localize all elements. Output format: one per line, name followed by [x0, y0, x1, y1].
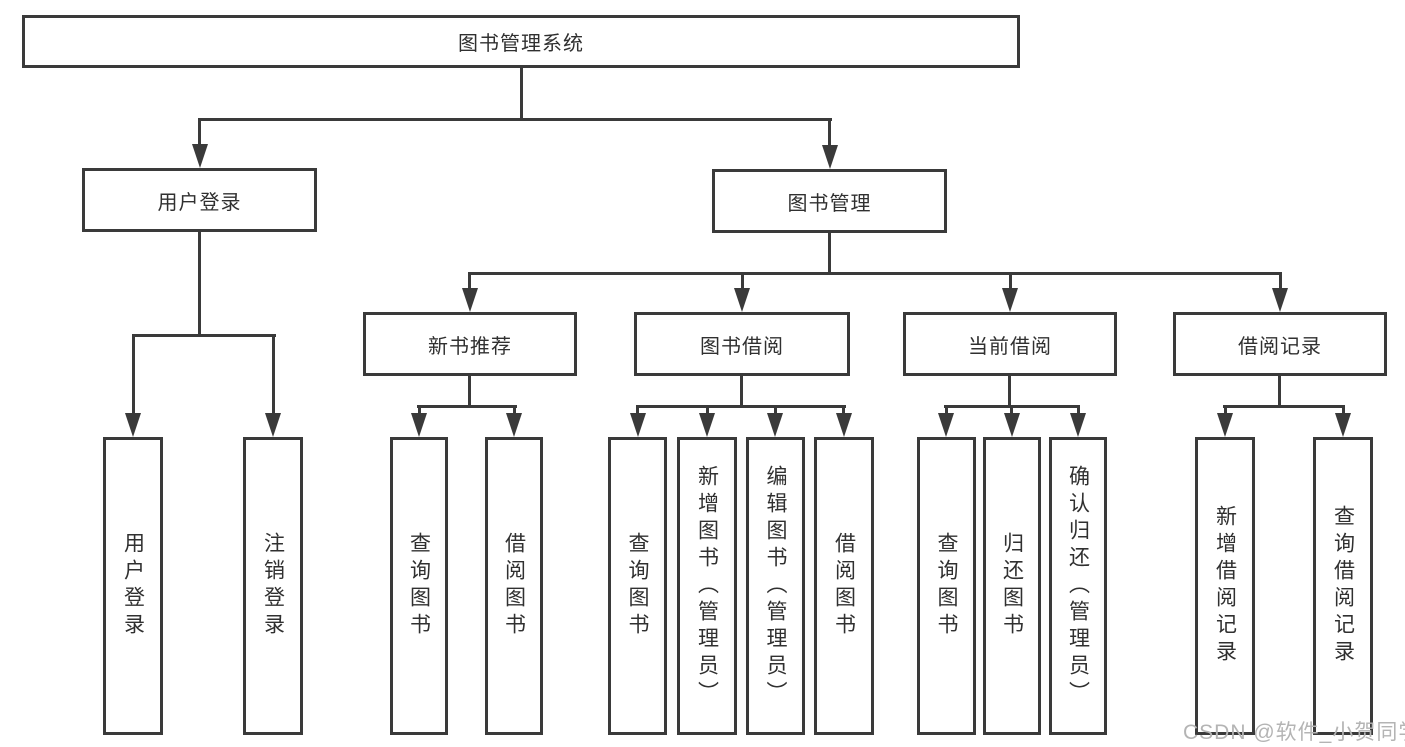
connector-level1 [198, 118, 832, 121]
arrowhead-down [192, 144, 208, 168]
node-confirm-return-admin: 确认归还（管理员） [1049, 437, 1107, 735]
connector-drop [468, 275, 471, 291]
connector-drop [272, 337, 275, 416]
node-add-books-admin: 新增图书（管理员） [677, 437, 737, 735]
node-new-book-recommendation: 新书推荐 [363, 312, 577, 376]
arrowhead-down [1002, 288, 1018, 312]
arrowhead-down [767, 413, 783, 437]
node-edit-books-admin: 编辑图书（管理员） [746, 437, 805, 735]
connector-branch [636, 405, 846, 408]
arrowhead-down [1004, 413, 1020, 437]
node-label: 查询图书 [935, 532, 959, 640]
arrowhead-down [1272, 288, 1288, 312]
connector-branch [417, 405, 517, 408]
arrowhead-down [630, 413, 646, 437]
connector-drop [828, 121, 831, 147]
arrowhead-down [265, 413, 281, 437]
arrowhead-down [699, 413, 715, 437]
watermark-text: CSDN @软件_小贺同学 [1183, 721, 1405, 744]
node-label: 注销登录 [261, 532, 285, 640]
node-label: 新增图书（管理员） [695, 464, 719, 708]
arrowhead-down [938, 413, 954, 437]
node-query-borrow-record: 查询借阅记录 [1313, 437, 1373, 735]
connector-drop [1009, 275, 1012, 291]
connector-stub [468, 376, 471, 408]
arrowhead-down [836, 413, 852, 437]
node-user-login: 用户登录 [82, 168, 317, 232]
node-label: 确认归还（管理员） [1066, 464, 1090, 708]
node-library-management-system: 图书管理系统 [22, 15, 1020, 68]
connector-drop [198, 121, 201, 147]
node-borrow-books-2: 借阅图书 [814, 437, 874, 735]
connector-stub [740, 376, 743, 408]
arrowhead-down [125, 413, 141, 437]
node-add-borrow-record: 新增借阅记录 [1195, 437, 1255, 735]
arrowhead-down [1335, 413, 1351, 437]
node-label: 查询图书 [626, 532, 650, 640]
connector-drop [741, 275, 744, 291]
arrowhead-down [1070, 413, 1086, 437]
node-label: 用户登录 [121, 532, 145, 640]
node-query-books-2: 查询图书 [608, 437, 667, 735]
node-label: 归还图书 [1000, 532, 1024, 640]
node-query-books-3: 查询图书 [917, 437, 976, 735]
node-user-login-leaf: 用户登录 [103, 437, 163, 735]
arrowhead-down [411, 413, 427, 437]
node-current-borrowing: 当前借阅 [903, 312, 1117, 376]
connector-bookmgmt-stub [828, 233, 831, 275]
node-label: 查询借阅记录 [1331, 505, 1355, 667]
node-return-books: 归还图书 [983, 437, 1041, 735]
node-borrow-books-1: 借阅图书 [485, 437, 543, 735]
arrowhead-down [1217, 413, 1233, 437]
connector-drop [132, 337, 135, 416]
connector-stub [1278, 376, 1281, 408]
node-label: 编辑图书（管理员） [764, 464, 788, 708]
connector-branch [944, 405, 1080, 408]
arrowhead-down [462, 288, 478, 312]
connector-drop [1279, 275, 1282, 291]
node-label: 新增借阅记录 [1213, 505, 1237, 667]
connector-root-stub [520, 68, 523, 121]
node-label: 查询图书 [407, 532, 431, 640]
arrowhead-down [506, 413, 522, 437]
arrowhead-down [822, 145, 838, 169]
node-label: 借阅图书 [832, 532, 856, 640]
node-label: 借阅图书 [502, 532, 526, 640]
node-borrowing-records: 借阅记录 [1173, 312, 1387, 376]
connector-stub [1008, 376, 1011, 408]
connector-userlogin-branch [132, 334, 276, 337]
node-logout-leaf: 注销登录 [243, 437, 303, 735]
arrowhead-down [734, 288, 750, 312]
connector-userlogin-stub [198, 232, 201, 337]
node-query-books-1: 查询图书 [390, 437, 448, 735]
connector-level2 [468, 272, 1282, 275]
node-book-management: 图书管理 [712, 169, 947, 233]
connector-branch [1223, 405, 1345, 408]
node-book-borrowing: 图书借阅 [634, 312, 850, 376]
